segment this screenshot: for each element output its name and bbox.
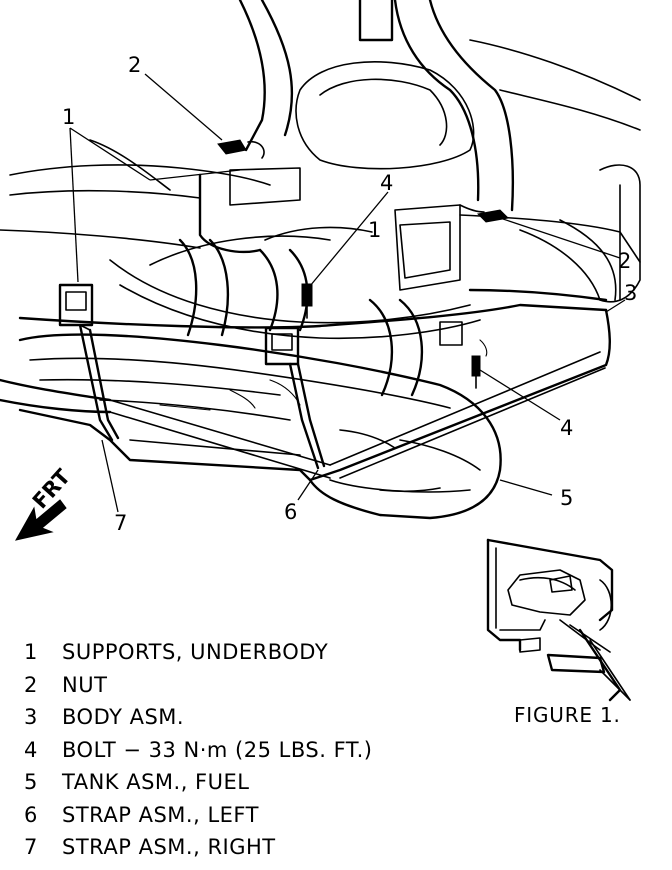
- legend-text: STRAP ASM., LEFT: [62, 802, 259, 827]
- callout-6: 6: [284, 500, 297, 524]
- strap-brackets: [58, 283, 463, 366]
- fuel-tank: [18, 333, 502, 520]
- body-rail: [0, 303, 611, 482]
- legend-number: 2: [24, 672, 38, 697]
- legend-text: STRAP ASM., RIGHT: [62, 835, 276, 860]
- figure-1-inset: [486, 538, 631, 702]
- callout-1: 1: [62, 105, 75, 129]
- callout-3: 3: [624, 281, 637, 305]
- leader-lines: [69, 73, 626, 513]
- legend-item: 7 STRAP ASM., RIGHT: [24, 831, 484, 864]
- legend-text: TANK ASM., FUEL: [62, 770, 250, 795]
- nuts: [217, 139, 510, 223]
- legend-item: 4 BOLT − 33 N·m (25 LBS. FT.): [24, 734, 484, 767]
- callout-7: 7: [114, 511, 127, 535]
- callout-2-top: 2: [128, 53, 141, 77]
- legend-item: 1 SUPPORTS, UNDERBODY: [24, 636, 484, 669]
- legend-item: 2 NUT: [24, 669, 484, 702]
- underbody-structure: [0, 0, 641, 303]
- legend-text: NUT: [62, 672, 108, 697]
- legend-number: 1: [24, 640, 38, 665]
- front-direction-arrow: FRT: [15, 464, 76, 541]
- legend-number: 3: [24, 705, 38, 730]
- callout-4-right: 4: [560, 416, 573, 440]
- legend-number: 5: [24, 770, 38, 795]
- legend-item: 3 BODY ASM.: [24, 701, 484, 734]
- legend-text: BOLT − 33 N·m (25 LBS. FT.): [62, 737, 373, 762]
- front-label: FRT: [28, 464, 76, 513]
- callout-2-right: 2: [618, 249, 631, 273]
- legend-number: 6: [24, 802, 38, 827]
- straps: [78, 323, 326, 470]
- callout-1b: 1: [368, 218, 381, 242]
- legend-item: 5 TANK ASM., FUEL: [24, 766, 484, 799]
- parts-legend: 1 SUPPORTS, UNDERBODY 2 NUT 3 BODY ASM. …: [24, 636, 484, 864]
- legend-text: BODY ASM.: [62, 705, 185, 730]
- legend-number: 4: [24, 737, 38, 762]
- figure-label: FIGURE 1.: [514, 703, 621, 727]
- legend-item: 6 STRAP ASM., LEFT: [24, 799, 484, 832]
- legend-text: SUPPORTS, UNDERBODY: [62, 640, 329, 665]
- callout-4-top: 4: [380, 171, 393, 195]
- callout-5: 5: [560, 486, 573, 510]
- bolts: [301, 283, 488, 389]
- legend-number: 7: [24, 835, 38, 860]
